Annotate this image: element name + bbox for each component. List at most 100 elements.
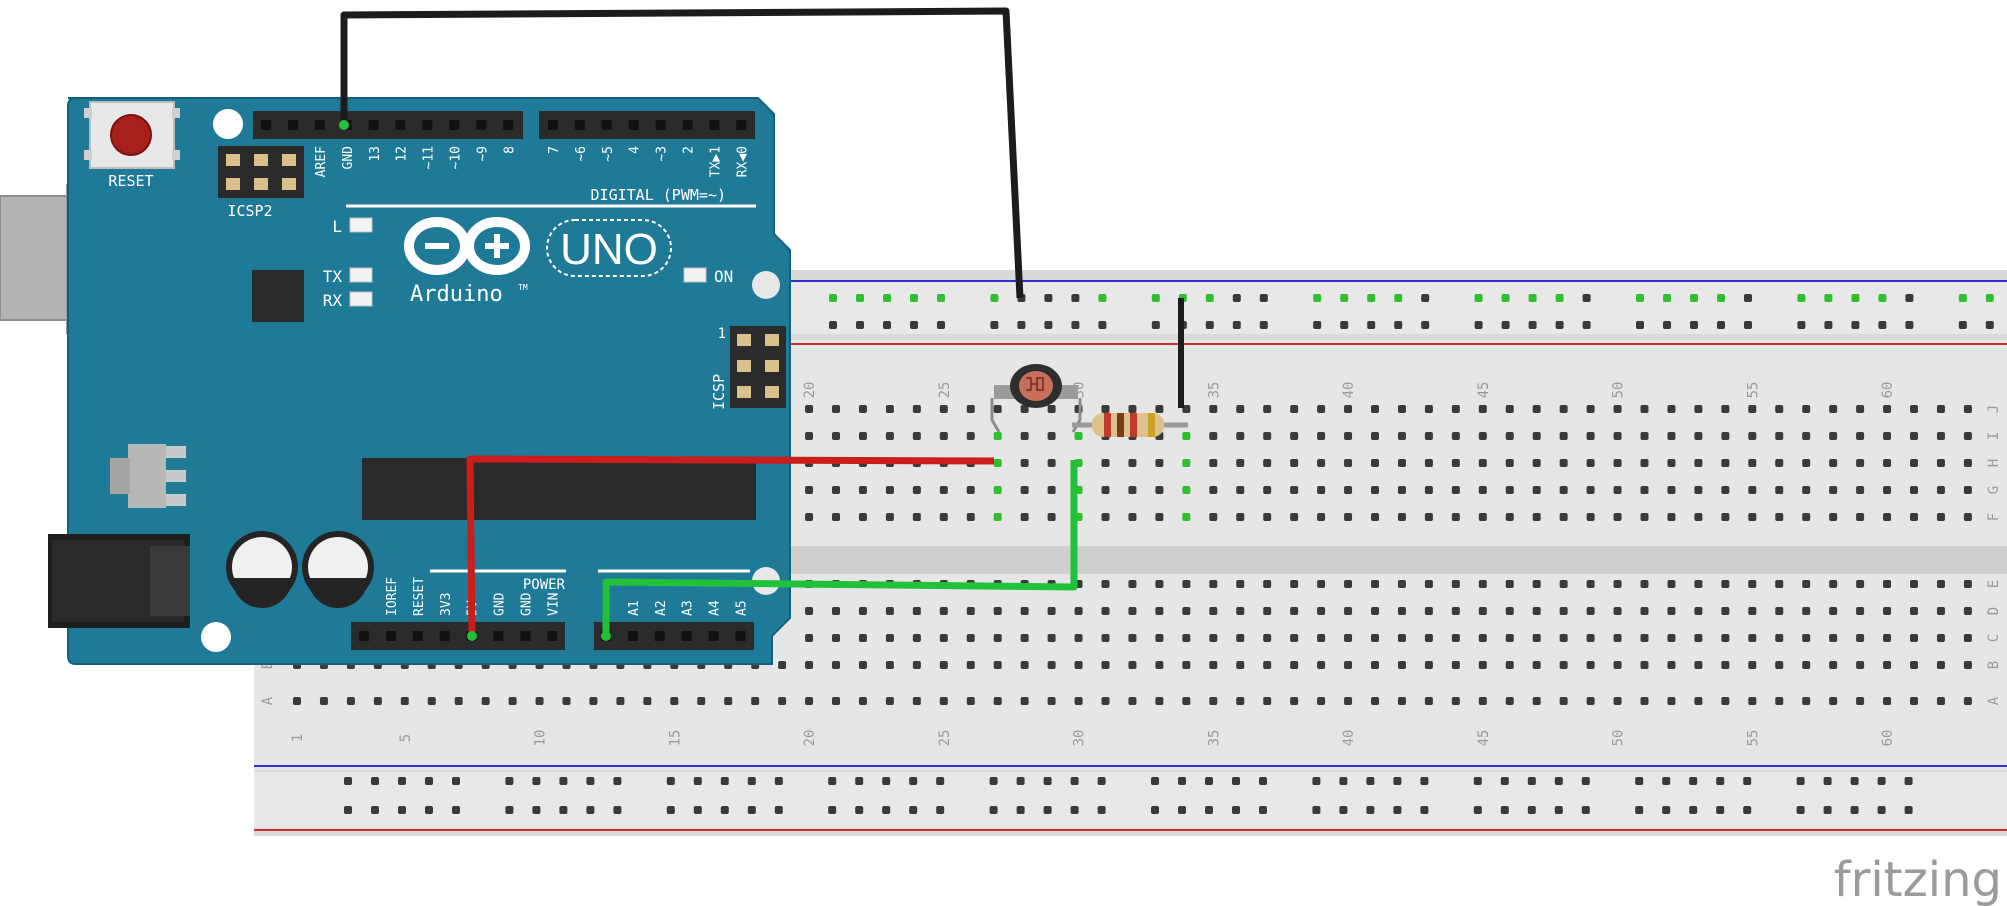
power-rail-hole [1905,294,1914,302]
breadboard-hole [858,405,867,413]
breadboard-hole [1074,697,1083,705]
row-letter: A [1986,696,2002,705]
breadboard-hole [1559,405,1568,413]
breadboard-hole [1478,661,1487,669]
breadboard-hole [1424,697,1433,705]
icsp-label: ICSP [710,374,728,410]
breadboard-hole [1317,634,1326,642]
breadboard-hole [1963,405,1972,413]
digital-pin-label: ~9 [475,146,490,162]
breadboard-hole [832,697,840,705]
power-rail-hole [1017,321,1026,329]
power-rail-hole [586,806,595,814]
analog-signal-wire[interactable] [602,460,1078,636]
breadboard-hole [885,697,894,705]
wire-end-a0-pin [601,631,611,641]
breadboard-hole [1532,459,1541,467]
breadboard-hole [1128,459,1137,467]
header-pin [503,120,514,130]
power-rail-hole [720,777,729,785]
breadboard-hole [1371,486,1379,494]
breadboard-hole [589,697,598,705]
breadboard-hole [1101,607,1110,615]
breadboard-hole [1910,459,1918,467]
power-pin-label: GND [493,592,508,616]
photoresistor[interactable] [990,364,1082,433]
breadboard-hole [1397,580,1406,588]
power-rail-hole [910,321,918,329]
breadboard-hole [993,486,1002,494]
breadboard-hole [1128,513,1137,521]
ground-wire[interactable] [340,7,1024,299]
breadboard-hole [1397,432,1406,440]
power-rail-hole [1259,777,1267,785]
breadboard-hole [1694,580,1703,588]
breadboard-hole [1963,697,1972,705]
breadboard-hole [1074,634,1083,642]
power-rail-hole [693,806,702,814]
power-rail-hole [990,294,999,302]
breadboard-hole [1290,405,1299,413]
power-rail-hole [1581,777,1590,785]
breadboard-hole [912,486,921,494]
breadboard-hole [1236,607,1245,615]
power-rail-hole [1958,321,1967,329]
breadboard-hole [1748,634,1757,642]
icsp2-pin [282,178,296,190]
breadboard-hole [670,697,679,705]
breadboard-hole [1074,607,1083,615]
breadboard-hole [1101,697,1110,705]
breadboard-hole [1505,580,1514,588]
power-rail-hole [1796,806,1805,814]
breadboard-hole [1344,697,1353,705]
column-number-bottom: 1 [290,734,306,742]
power-rail-hole [855,777,864,785]
reset-button[interactable] [84,101,180,169]
breadboard-hole [1263,513,1272,521]
breadboard-hole [1532,432,1541,440]
power-pin-label: VIN [546,593,561,616]
breadboard-hole [1505,459,1514,467]
breadboard-hole [1020,432,1029,440]
breadboard-hole [1424,432,1433,440]
breadboard-hole [1936,607,1945,615]
power-rail-hole [1878,294,1887,302]
breadboard-hole [858,432,867,440]
resistor[interactable] [1072,413,1188,437]
breadboard-hole [643,697,652,705]
breadboard-hole [1371,661,1379,669]
row-letter: D [1986,607,2002,615]
icsp-pin [765,334,779,346]
column-number-top: 50 [1611,382,1627,399]
capacitor-left [226,531,298,608]
breadboard-hole [454,697,463,705]
power-rail-hole [1824,321,1833,329]
breadboard-hole [1317,661,1326,669]
power-rail-hole [452,777,460,785]
breadboard-hole [805,661,814,669]
power-rail-hole [1743,806,1752,814]
breadboard-hole [1694,513,1703,521]
usb-controller-chip [252,270,304,322]
header-pin [655,120,666,130]
breadboard-hole [1559,580,1568,588]
breadboard-hole [1424,580,1433,588]
power-rail-hole [1797,294,1806,302]
breadboard-hole [885,634,894,642]
power-rail-hole [883,294,891,302]
breadboard-hole [1775,661,1784,669]
breadboard-hole [1532,486,1541,494]
reset-label: RESET [108,172,153,190]
breadboard-hole [966,513,975,521]
power-rail-hole [990,321,999,329]
breadboard-hole [1209,486,1218,494]
breadboard-hole [1748,459,1757,467]
power-rail-hole [1555,294,1564,302]
five-volt-wire[interactable] [466,455,995,637]
column-number-bottom: 50 [1611,730,1627,747]
breadboard-hole [1613,661,1622,669]
breadboard-hole [1586,513,1595,521]
icsp2-pin [226,178,240,190]
